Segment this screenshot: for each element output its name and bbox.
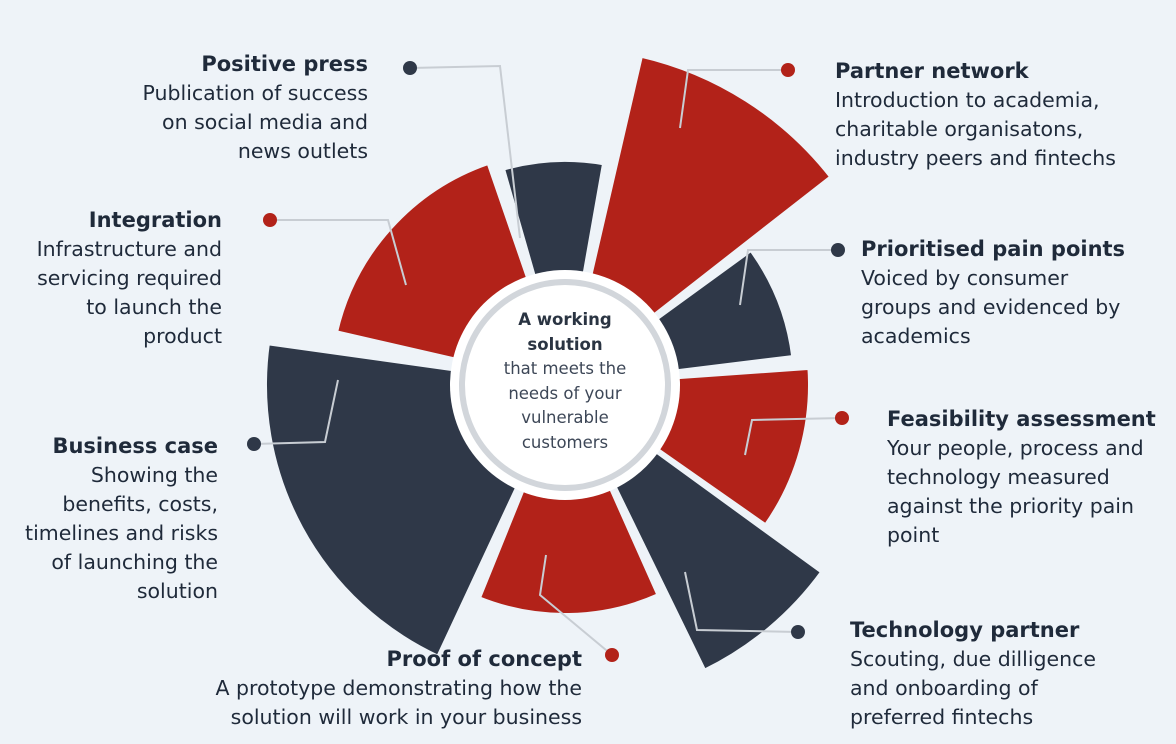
segment-description-line: Showing the [90,463,218,487]
segment-description-line: on social media and [162,110,368,134]
leader-dot-feasibility-assessment [835,411,849,425]
segment-description-line: academics [861,324,971,348]
segment-title: Technology partner [850,618,1080,642]
segment-description-line: against the priority pain [887,494,1134,518]
leader-dot-technology-partner [791,625,805,639]
leader-dot-partner-network [781,63,795,77]
segment-description-line: solution will work in your business [230,705,582,729]
segment-title: Feasibility assessment [887,407,1156,431]
segment-title: Positive press [201,52,368,76]
segment-description-line: charitable organisatons, [835,117,1084,141]
segment-description-line: timelines and risks [25,521,218,545]
segment-description-line: of launching the [51,550,218,574]
segment-description-line: Your people, process and [887,436,1144,460]
segment-description-line: servicing required [37,266,222,290]
segment-title: Integration [88,208,222,232]
leader-line-prioritised-pain-points [739,249,838,306]
segment-description-line: point [887,523,940,547]
segment-description-line: technology measured [887,465,1110,489]
segment-description-line: Publication of success [142,81,368,105]
segment-description-line: product [143,324,222,348]
leader-dot-business-case [247,437,261,451]
label-partner-network: Partner network Introduction to academia… [835,57,1116,173]
segment-title: Prioritised pain points [861,237,1126,261]
segment-description-line: news outlets [237,139,368,163]
segment-description-line: Voiced by consumer [861,266,1069,290]
center-title-line1: A working [518,310,612,329]
center-body-line: that meets the [503,359,627,378]
segment-description-line: preferred fintechs [850,705,1034,729]
segment-description-line: industry peers and fintechs [835,146,1116,170]
segment-description-line: Infrastructure and [36,237,222,261]
leader-line-business-case [253,379,339,445]
leader-line-proof-of-concept [538,554,613,656]
center-circle [450,270,680,500]
leader-dot-integration [263,213,277,227]
label-proof-of-concept: Proof of concept A prototype demonstrati… [215,645,582,732]
center-ring [459,279,671,491]
center-body-line: customers [521,432,609,452]
segment-title: Partner network [835,59,1029,83]
leader-line-partner-network [679,69,788,129]
leader-dot-positive-press [403,61,417,75]
leader-line-feasibility-assessment [744,417,843,456]
segment-description-line: groups and evidenced by [861,295,1121,319]
label-technology-partner: Technology partner Scouting, due dillige… [850,616,1096,732]
segment-description-line: A prototype demonstrating how the [215,676,582,700]
segment-description-line: Scouting, due dilligence [850,647,1097,671]
center-body-line: needs of your [508,383,622,403]
center-title-line2: solution [527,334,603,354]
segment-description-line: solution [136,579,218,603]
leader-line-positive-press [409,64,521,239]
label-prioritised-pain-points: Prioritised pain points Voiced by consum… [861,235,1125,351]
center-label: A working solution that meets the needs … [490,308,640,455]
leader-dot-proof-of-concept [605,648,619,662]
leader-dot-prioritised-pain-points [831,243,845,257]
label-integration: Integration Infrastructure and servicing… [37,206,222,351]
label-business-case: Business case Showing the benefits, cost… [25,432,218,606]
segment-description-line: Introduction to academia, [835,88,1100,112]
center-body-line: vulnerable [521,408,609,427]
label-feasibility-assessment: Feasibility assessment Your people, proc… [887,405,1156,550]
segment-description-line: to launch the [86,295,222,319]
leader-line-integration [270,219,407,286]
label-positive-press: Positive press Publication of success on… [143,50,368,166]
segment-title: Business case [52,434,218,458]
leader-line-technology-partner [684,571,799,633]
segment-description-line: benefits, costs, [62,492,218,516]
segment-title: Proof of concept [386,647,582,671]
segment-description-line: and onboarding of [850,676,1038,700]
